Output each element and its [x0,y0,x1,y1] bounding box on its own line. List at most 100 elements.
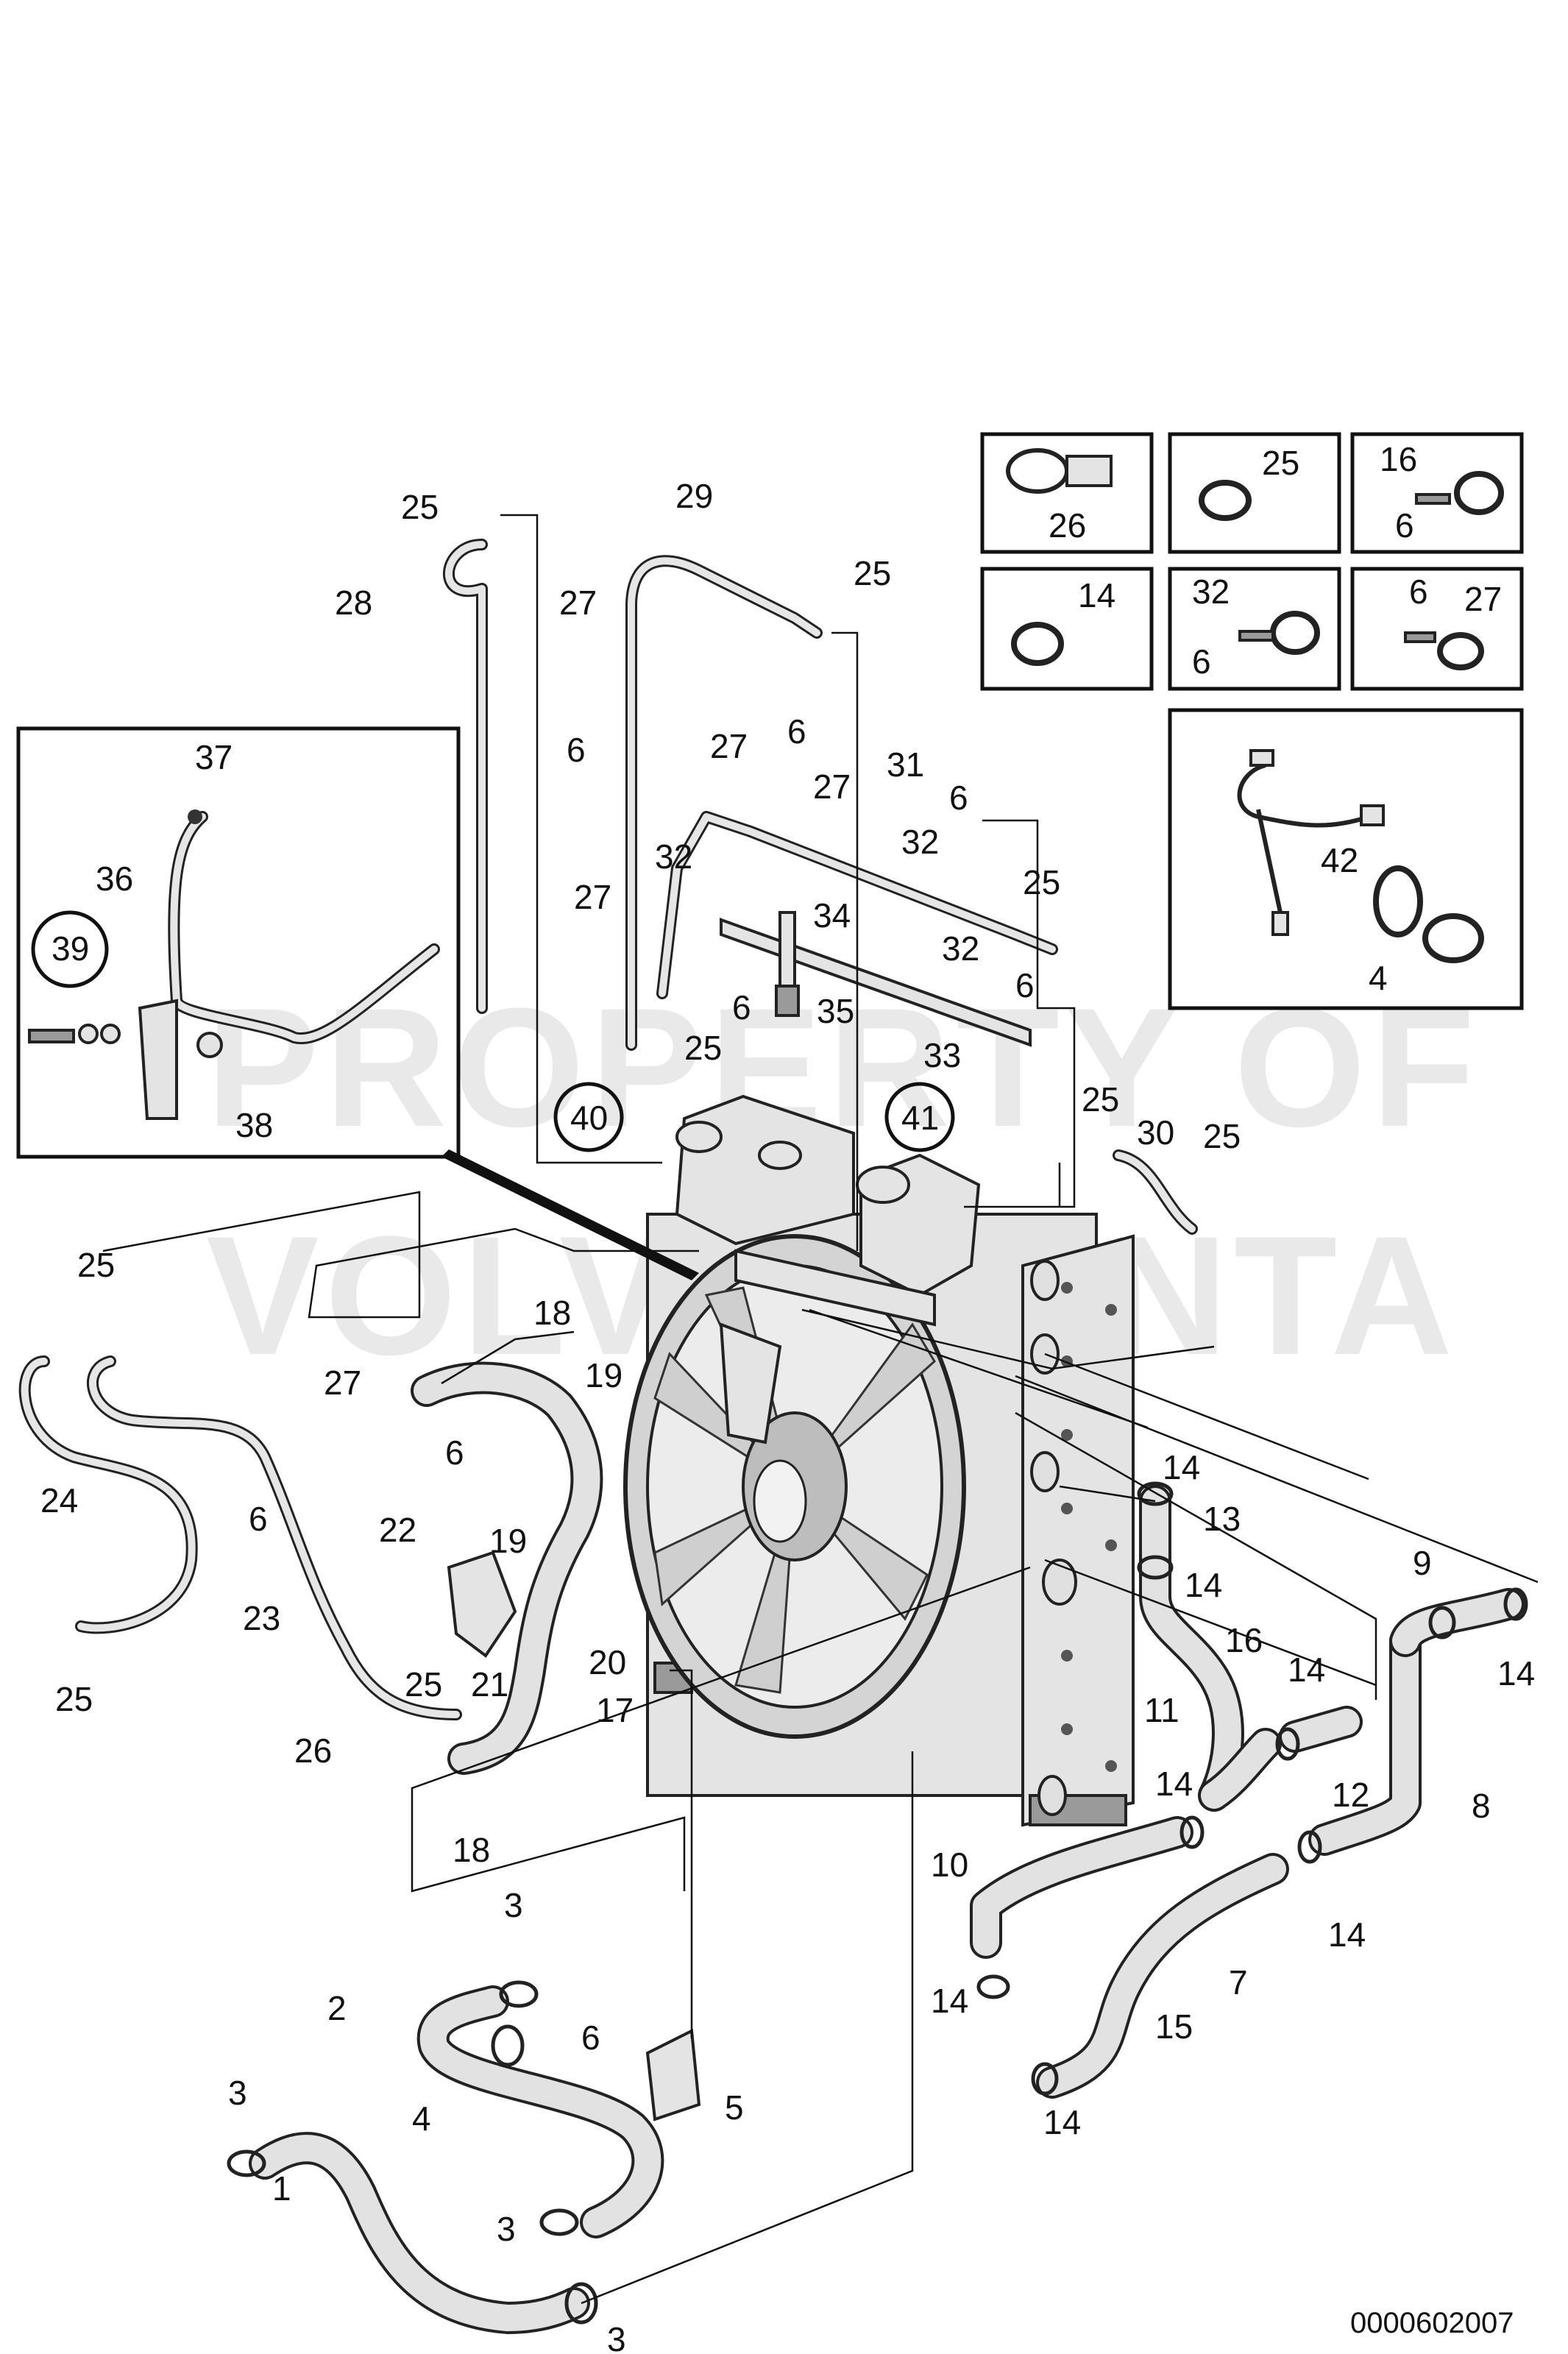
inset-27-bolt-label: 6 [1409,572,1428,611]
callout-18a: 18 [533,1294,571,1332]
detail-inset [16,726,461,1159]
callout-5: 5 [725,2088,744,2127]
right-hoses [970,1485,1525,2099]
inset-14-label: 14 [1078,576,1115,614]
callout-19b: 19 [489,1522,527,1560]
inset-27-label: 27 [1464,580,1502,618]
callout-33: 33 [923,1036,961,1074]
inset-labels: 26 25 16 14 32 6 6 27 4 [1049,440,1502,997]
callout-14g: 14 [931,1982,968,2020]
callout-24: 24 [40,1481,78,1520]
callout-6b: 6 [567,731,586,769]
inset-25-label: 25 [1262,444,1299,482]
callout-39-circle [31,910,109,988]
side-bolts [1061,1282,1117,1772]
callout-28: 28 [335,584,372,622]
callout-32a: 32 [655,837,692,876]
callout-14d: 14 [1497,1654,1535,1692]
callout-9: 9 [1413,1544,1432,1582]
callout-12: 12 [1332,1776,1369,1814]
callout-26: 26 [294,1731,332,1770]
callout-labels: 1 2 3 3 3 3 4 5 6 6 6 6 6 6 6 6 6 7 8 9 … [40,477,1535,2354]
callout-34: 34 [813,896,851,935]
callout-6h: 6 [249,1500,268,1538]
expansion-tank-40-filler [758,1141,802,1170]
fan-hub-center [753,1459,807,1543]
hose-clamps [227,1481,1528,2325]
callout-14e: 14 [1155,1765,1193,1803]
callout-27a: 27 [559,584,597,622]
inset-26-label: 26 [1049,506,1086,545]
callout-1: 1 [272,2169,291,2208]
inset-box-25 [1168,432,1341,554]
callout-27d: 27 [574,878,611,916]
callout-20: 20 [589,1643,626,1681]
callout-31: 31 [887,745,924,784]
callout-16: 16 [1225,1621,1263,1659]
callout-2: 2 [327,1989,347,2027]
stud-34 [778,911,796,988]
callout-4: 4 [412,2099,431,2138]
fan-bracket [719,1322,782,1444]
expansion-tank-40-cap [675,1121,723,1153]
rail-33 [720,918,1032,1047]
drawing-number: 0000602007 [1350,2307,1514,2339]
callout-17: 17 [596,1691,634,1729]
radiator-side-tank [1021,1234,1135,1827]
callout-14c: 14 [1288,1651,1325,1689]
inset-box-32 [1168,567,1341,691]
callout-41-circle [884,1082,955,1152]
left-hoses [18,1355,603,1775]
upper-pipes [442,539,1198,1235]
inset-16-label: 16 [1380,440,1417,478]
callout-18b: 18 [453,1831,490,1869]
callout-25a: 25 [401,488,439,526]
callout-40: 40 [570,1099,608,1137]
inset-32-bolt-label: 6 [1192,642,1211,681]
callout-15: 15 [1155,2007,1193,2046]
callout-11: 11 [1144,1691,1179,1729]
callout-39: 39 [52,929,89,968]
callout-22: 22 [379,1511,416,1549]
callout-6d: 6 [949,779,968,817]
tank-bracket [734,1249,936,1327]
callout-6e: 6 [1015,966,1035,1004]
callout-14f: 14 [1328,1915,1366,1954]
callout-21: 21 [471,1665,508,1704]
bottom-hoses [249,1985,701,2334]
callout-6f: 6 [732,988,751,1027]
expansion-tanks [675,1094,981,1327]
callout-29: 29 [675,477,713,515]
callout-10: 10 [931,1846,968,1884]
callout-25d: 25 [684,1029,722,1067]
bracket-21 [447,1550,517,1658]
callout-6g: 6 [445,1433,464,1472]
callout-3c: 3 [497,2210,516,2248]
callout-14a: 14 [1163,1448,1200,1486]
callout-36: 36 [96,859,133,898]
inset-box-26 [980,432,1154,554]
callout-14h: 14 [1043,2103,1081,2141]
callout-25b: 25 [854,554,891,592]
callout-25f: 25 [1203,1117,1241,1155]
callout-3b: 3 [228,2074,247,2112]
spacer-35 [775,985,800,1017]
callout-40-circle [553,1082,624,1152]
callout-14b: 14 [1185,1566,1222,1604]
bracket-38 [138,999,178,1120]
callout-32c: 32 [942,929,979,968]
callout-30: 30 [1137,1113,1174,1152]
callout-25i: 25 [405,1665,442,1704]
inset-box-14 [980,567,1154,691]
callout-42: 42 [1321,841,1358,879]
callout-3a: 3 [504,1886,523,1924]
callout-27b: 27 [710,727,748,765]
callout-6c: 6 [787,712,806,751]
callout-25e: 25 [1082,1080,1119,1118]
callout-38: 38 [235,1106,273,1144]
callout-27c: 27 [813,767,851,806]
callout-3d: 3 [607,2320,626,2354]
callout-8: 8 [1472,1787,1491,1825]
callout-35: 35 [817,992,854,1030]
